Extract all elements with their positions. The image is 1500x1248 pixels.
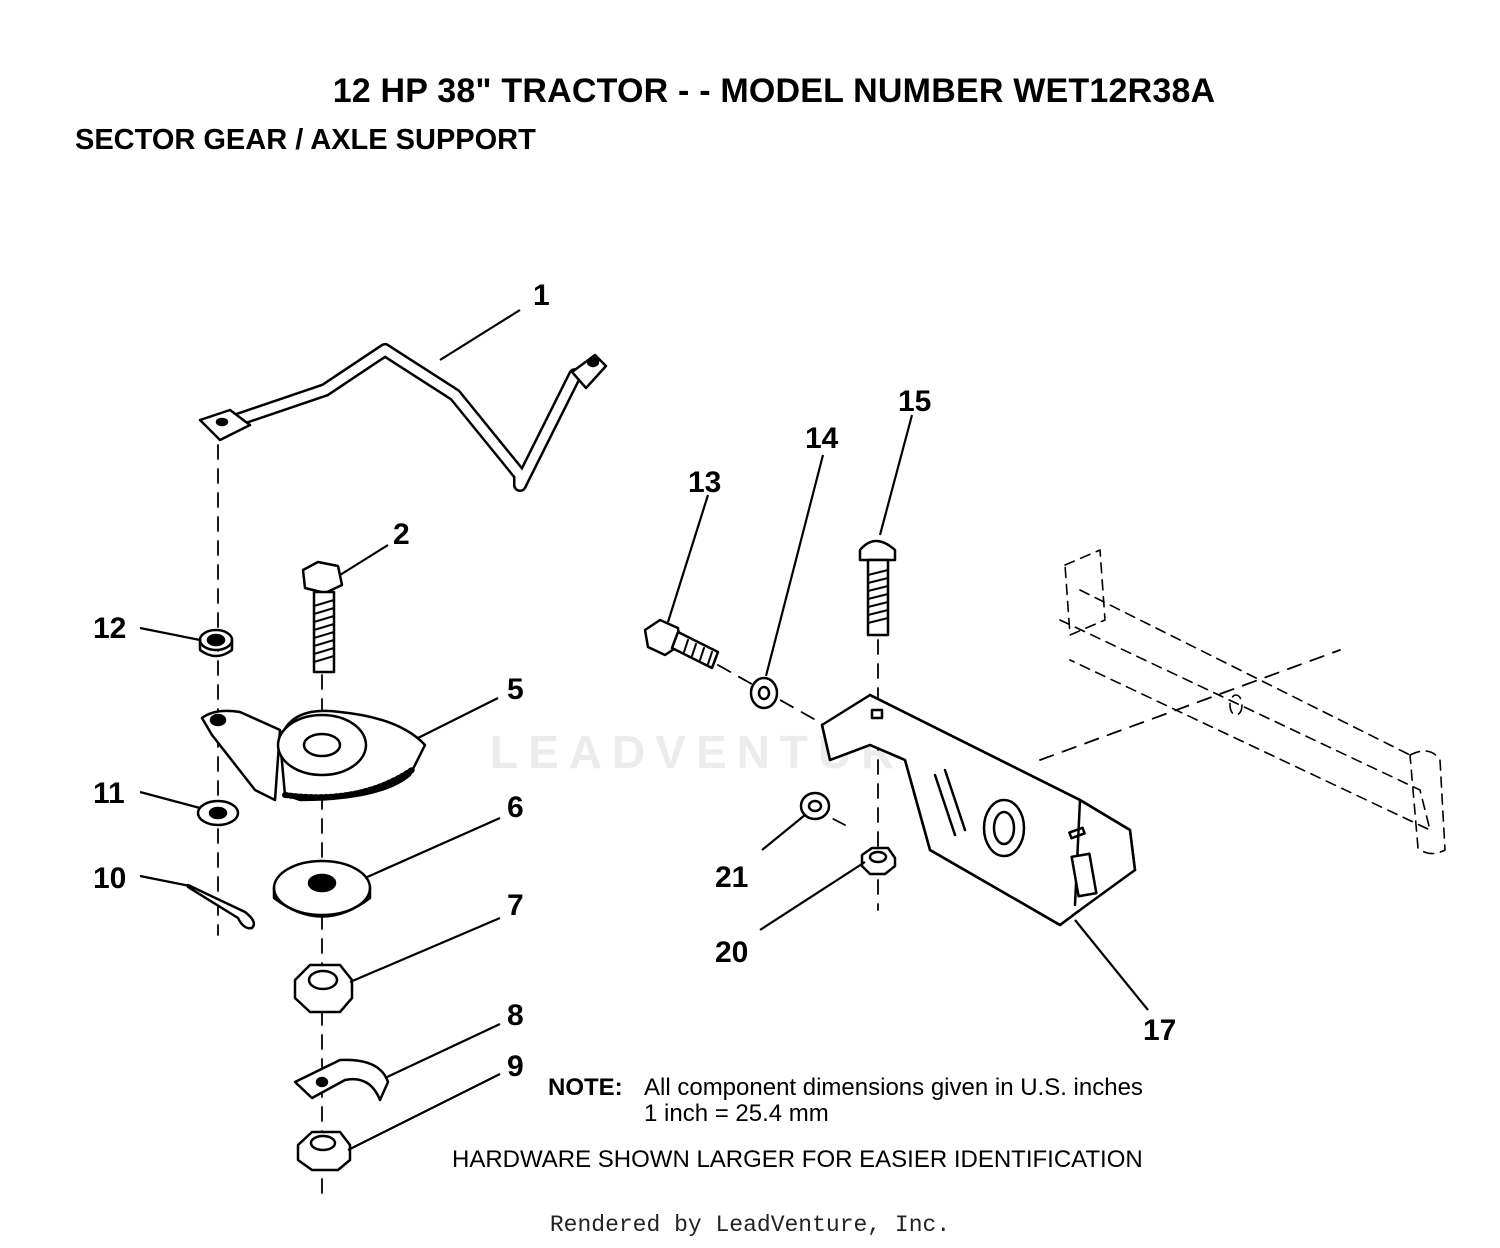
part-10-cotter-pin[interactable] <box>186 883 256 930</box>
leader-10 <box>139 874 191 888</box>
page-title: 12 HP 38" TRACTOR - - MODEL NUMBER WET12… <box>332 72 1216 110</box>
callout-1: 1 <box>533 279 550 312</box>
part-21-nut[interactable] <box>799 791 831 821</box>
callout-13: 13 <box>688 466 721 499</box>
part-2-bolt[interactable] <box>301 560 344 674</box>
part-1-drag-link[interactable] <box>198 343 608 492</box>
leader-8 <box>384 1023 501 1079</box>
callout-6: 6 <box>507 791 524 824</box>
dimension-note: NOTE: All component dimensions given in … <box>548 1074 1143 1128</box>
part-6-large-washer[interactable] <box>272 859 372 918</box>
phantom-front-axle <box>1059 549 1446 855</box>
part-13-bolt[interactable] <box>643 618 720 670</box>
part-9-hex-nut[interactable] <box>296 1130 352 1172</box>
hardware-note: HARDWARE SHOWN LARGER FOR EASIER IDENTIF… <box>452 1146 1143 1173</box>
footer-credit: Rendered by LeadVenture, Inc. <box>549 1212 951 1238</box>
leader-9 <box>347 1073 501 1151</box>
leader-15 <box>878 414 914 536</box>
section-subtitle: SECTOR GEAR / AXLE SUPPORT <box>75 124 536 156</box>
leader-6 <box>364 816 501 880</box>
note-label: NOTE: <box>548 1074 623 1101</box>
part-20-nut[interactable] <box>860 846 897 876</box>
dashed-guide-bolt-13 <box>717 664 861 746</box>
note-line-1: All component dimensions given in U.S. i… <box>644 1074 1143 1101</box>
callout-2: 2 <box>393 518 410 551</box>
part-7-hex-nut[interactable] <box>293 963 354 1014</box>
leader-14 <box>764 454 825 677</box>
callout-15: 15 <box>898 385 931 418</box>
callout-12: 12 <box>93 612 126 645</box>
part-15-carriage-bolt[interactable] <box>858 539 897 637</box>
callout-7: 7 <box>507 889 524 922</box>
callout-9: 9 <box>507 1050 524 1083</box>
leader-7 <box>349 916 501 984</box>
dashed-guide-axle <box>1039 649 1341 761</box>
part-17-axle-support[interactable] <box>820 693 1137 927</box>
callout-11: 11 <box>93 777 125 810</box>
leader-12 <box>139 626 201 642</box>
leader-1 <box>439 309 521 361</box>
leader-13 <box>666 494 710 623</box>
part-5-sector-gear[interactable] <box>200 709 427 802</box>
leader-2 <box>339 544 389 576</box>
callout-10: 10 <box>93 862 126 895</box>
leader-17 <box>1074 919 1149 1011</box>
part-8-clamp[interactable] <box>293 1058 390 1102</box>
callout-8: 8 <box>507 999 524 1032</box>
leader-20 <box>759 861 866 931</box>
leader-5 <box>417 697 499 739</box>
callout-20: 20 <box>715 936 748 969</box>
part-12-nut[interactable] <box>198 628 234 658</box>
part-14-washer[interactable] <box>749 676 779 710</box>
leader-21 <box>761 814 806 851</box>
callout-14: 14 <box>805 422 839 455</box>
leader-11 <box>139 790 201 810</box>
callout-17: 17 <box>1143 1014 1176 1047</box>
callout-21: 21 <box>715 861 748 894</box>
part-11-washer[interactable] <box>196 799 240 827</box>
note-line-2: 1 inch = 25.4 mm <box>644 1100 829 1127</box>
callout-5: 5 <box>507 673 524 706</box>
